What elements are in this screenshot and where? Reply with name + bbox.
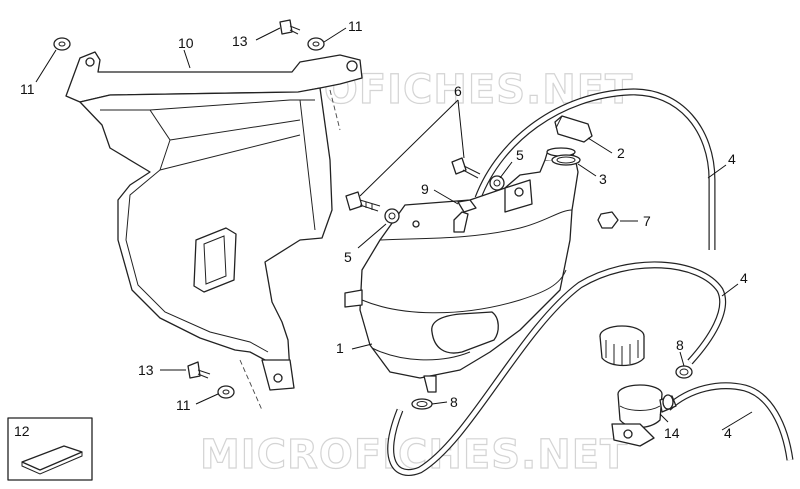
callout-6: 6 bbox=[454, 83, 462, 99]
hose-upper bbox=[474, 88, 716, 250]
nut-lower bbox=[384, 208, 400, 224]
callout-11-right: 11 bbox=[348, 18, 363, 34]
callout-11-bottom: 11 bbox=[176, 397, 191, 413]
reservoir-tank-part bbox=[344, 147, 579, 393]
callout-5-upper: 5 bbox=[516, 147, 524, 163]
cap-part bbox=[554, 115, 593, 143]
callout-11-left: 11 bbox=[20, 81, 35, 97]
side-panel-part bbox=[65, 51, 363, 411]
nut-upper bbox=[489, 175, 505, 191]
hose-middle bbox=[387, 261, 727, 476]
callout-5-lower: 5 bbox=[344, 249, 352, 265]
screw-bottom bbox=[187, 361, 211, 379]
bolt-upper bbox=[451, 157, 481, 179]
nut-right bbox=[597, 211, 619, 229]
grommet-top-right bbox=[307, 37, 325, 51]
callout-12: 12 bbox=[14, 423, 30, 439]
clip-part bbox=[457, 199, 477, 213]
callout-4-top: 4 bbox=[728, 151, 736, 167]
callout-3: 3 bbox=[599, 171, 607, 187]
callout-2: 2 bbox=[617, 145, 625, 161]
callout-14: 14 bbox=[664, 425, 680, 441]
grommet-bottom bbox=[217, 385, 235, 399]
leader-lines bbox=[35, 27, 753, 431]
grommet-top-left bbox=[53, 37, 71, 51]
callout-10: 10 bbox=[178, 35, 194, 51]
clamp-middle bbox=[411, 398, 433, 410]
clamp-lower bbox=[662, 394, 674, 410]
part-12-box bbox=[7, 417, 93, 481]
clamp-right bbox=[675, 365, 693, 379]
screw-top bbox=[279, 19, 301, 35]
small-reservoir-part bbox=[599, 325, 677, 447]
bolt-lower bbox=[345, 191, 381, 212]
callout-7: 7 bbox=[643, 213, 651, 229]
callout-4-middle: 4 bbox=[740, 270, 748, 286]
callout-9: 9 bbox=[421, 181, 429, 197]
callout-1: 1 bbox=[336, 340, 344, 356]
callout-4-bottom: 4 bbox=[724, 425, 732, 441]
callout-13-bottom: 13 bbox=[138, 362, 154, 378]
callout-8-middle: 8 bbox=[450, 394, 458, 410]
hose-lower bbox=[665, 382, 794, 461]
callout-13-top: 13 bbox=[232, 33, 248, 49]
callout-8-right: 8 bbox=[676, 337, 684, 353]
gasket-part bbox=[551, 154, 581, 166]
